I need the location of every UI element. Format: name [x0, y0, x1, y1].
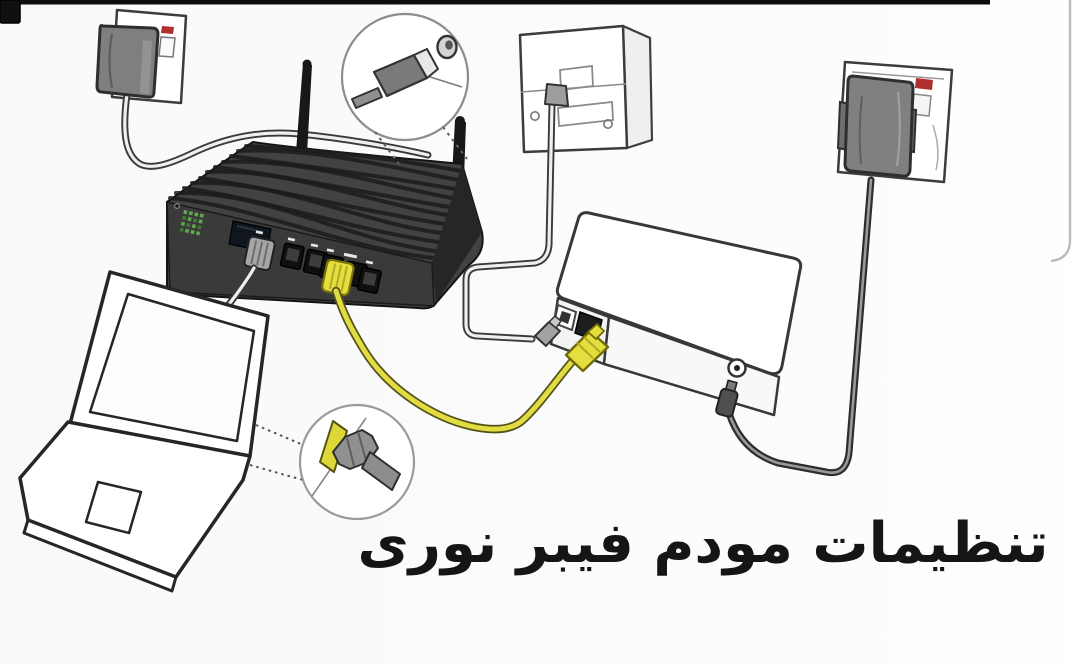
ethernet-callout-icon — [249, 403, 416, 521]
wallbox-plug-icon — [544, 83, 569, 107]
rounded-corner-line — [1050, 0, 1072, 263]
wall-socket-left-icon — [95, 8, 432, 170]
laptop-trackpad — [84, 480, 143, 535]
ethernet-plug-gray-icon — [243, 235, 276, 272]
dc-plug-callout-icon — [340, 12, 470, 165]
telecom-wall-outlet-icon — [518, 24, 654, 154]
antenna-left-icon — [296, 63, 312, 154]
ont-gray-plug-icon — [534, 321, 561, 347]
laptop-icon — [18, 270, 270, 593]
wall-socket-right-icon — [836, 60, 954, 184]
ont-yellow-plug-icon — [564, 329, 610, 373]
socket-indicator-red — [161, 26, 174, 34]
callout-leader — [249, 464, 304, 481]
laptop-port-plate — [319, 420, 348, 473]
top-bar — [0, 0, 990, 5]
power-adapter-right-icon — [843, 74, 915, 178]
laptop-screen — [88, 292, 256, 443]
callout-leader — [255, 424, 302, 445]
power-cable-right — [715, 176, 875, 477]
screw-icon — [602, 119, 613, 130]
caption-text: تنظیمات مودم فیبر نوری — [357, 510, 1049, 576]
screw-icon — [529, 111, 540, 122]
dc-barrel-plug-ont-icon — [715, 379, 739, 418]
socket-switch — [158, 36, 176, 58]
yellow-ethernet-cable — [331, 286, 610, 434]
wallbox-cable — [462, 83, 569, 347]
socket-indicator-red — [915, 78, 933, 90]
router-led-grid — [179, 210, 204, 236]
router-icon — [0, 0, 484, 310]
